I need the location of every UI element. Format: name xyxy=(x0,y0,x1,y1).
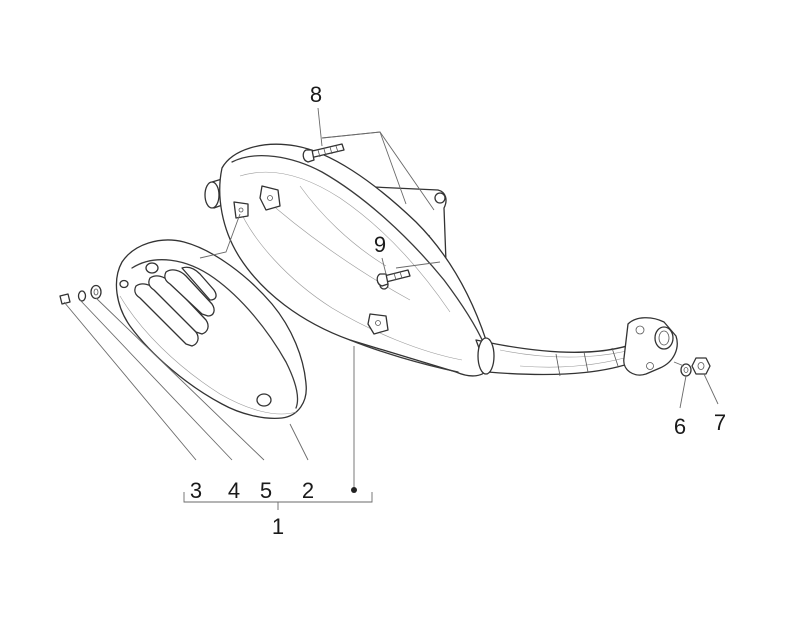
muffler-body xyxy=(204,143,491,377)
exhaust-pipe xyxy=(475,317,678,377)
callout-8: 8 xyxy=(310,82,322,107)
callout-9: 9 xyxy=(374,232,386,257)
callout-5: 5 xyxy=(260,478,272,503)
assembly-bracket xyxy=(183,492,373,510)
callout-4: 4 xyxy=(228,478,240,503)
callout-6: 6 xyxy=(674,414,686,439)
nut-washer-right xyxy=(680,357,711,377)
bolt-9 xyxy=(376,269,411,287)
callout-7: 7 xyxy=(714,410,726,435)
callout-2: 2 xyxy=(302,478,314,503)
callout-labels: 1 2 3 4 5 6 7 8 9 xyxy=(190,82,726,539)
bolt-8 xyxy=(302,143,345,163)
leader-lines xyxy=(63,107,719,493)
heat-shield xyxy=(115,239,307,420)
callout-3: 3 xyxy=(190,478,202,503)
screw-set-left xyxy=(59,284,102,305)
callout-1: 1 xyxy=(272,514,284,539)
